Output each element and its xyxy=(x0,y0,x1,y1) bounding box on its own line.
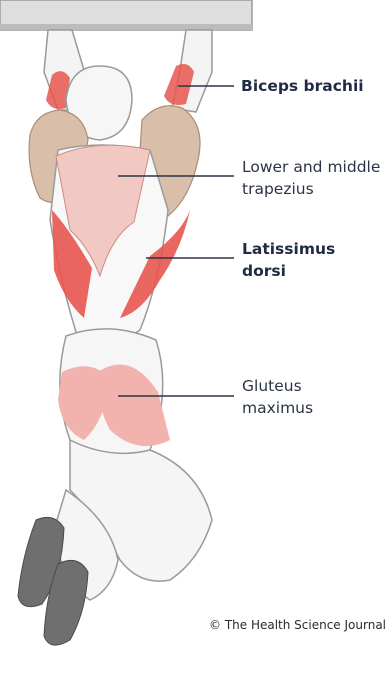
label-trapezius-line1: Lower and middle xyxy=(242,157,380,177)
label-gluteus-line1: Gluteus xyxy=(242,376,302,396)
copyright-credit: © The Health Science Journal xyxy=(209,618,386,632)
label-latissimus-line2: dorsi xyxy=(242,261,286,281)
label-latissimus-line1: Latissimus xyxy=(242,239,335,259)
label-gluteus-line2: maximus xyxy=(242,398,313,418)
label-biceps-brachii: Biceps brachii xyxy=(241,76,364,96)
pull-up-bar xyxy=(0,0,252,30)
label-trapezius-line2: trapezius xyxy=(242,179,314,199)
